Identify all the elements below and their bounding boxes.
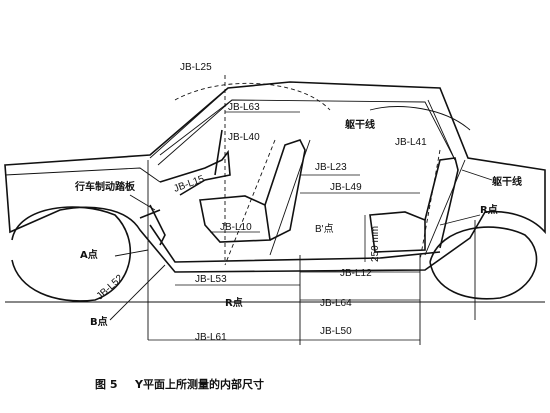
label-jb-l50: JB-L50 — [320, 326, 352, 337]
leader-a-point — [114, 249, 149, 257]
front-torso-line — [269, 139, 311, 256]
rear-window — [427, 87, 469, 161]
label-torso-line-2: 躯干线 — [491, 175, 522, 188]
label-jb-l23: JB-L23 — [315, 162, 347, 173]
head-arc-rear — [369, 106, 471, 131]
rear-torso-line — [424, 159, 466, 256]
label-parking-brake: 行车制动踏板 — [74, 180, 136, 193]
leader-r-point — [439, 214, 481, 226]
label-jb-l61: JB-L61 — [195, 332, 227, 343]
floor-line — [149, 224, 441, 263]
label-jb-l25: JB-L25 — [180, 62, 212, 73]
brake-pedal — [139, 204, 166, 246]
label-jb-l63: JB-L63 — [228, 102, 260, 113]
leader-torso-2 — [461, 169, 493, 181]
label-jb-l52: JB-L52 — [95, 273, 126, 303]
leader-b-point — [109, 264, 166, 321]
label-b-prime-point: B'点 — [315, 223, 334, 235]
label-jb-l49: JB-L49 — [330, 182, 362, 193]
label-r-point: R点 — [480, 203, 498, 216]
dashboard — [159, 149, 231, 196]
steering-column — [214, 129, 223, 176]
hood-line — [4, 167, 161, 183]
front-seat — [199, 195, 271, 243]
front-seat-back — [264, 139, 306, 241]
label-r-point-2: R点 — [225, 296, 243, 309]
rear-wheel — [429, 226, 538, 300]
front-wheel — [11, 206, 132, 302]
label-a-point: A点 — [80, 248, 98, 261]
label-jb-l41: JB-L41 — [395, 137, 427, 148]
label-jb-l53: JB-L53 — [195, 274, 227, 285]
jb-l40-line — [224, 139, 276, 266]
roof-inner-line — [159, 99, 456, 161]
label-b-point: B点 — [90, 315, 108, 328]
figure-number: 图 5 — [95, 378, 117, 391]
jb-l41-line — [419, 149, 441, 261]
label-dim-250: 250 mm — [370, 226, 381, 262]
label-jb-l64: JB-L64 — [320, 298, 352, 309]
label-jb-l10: JB-L10 — [220, 222, 252, 233]
figure-caption: Y平面上所测量的内部尺寸 — [134, 377, 264, 391]
head-arc-front — [174, 82, 331, 111]
label-jb-l40: JB-L40 — [228, 132, 260, 143]
label-jb-l12: JB-L12 — [340, 268, 372, 279]
windshield — [149, 89, 233, 166]
label-torso-line-1: 躯干线 — [344, 118, 375, 131]
leader-parking — [129, 194, 156, 211]
